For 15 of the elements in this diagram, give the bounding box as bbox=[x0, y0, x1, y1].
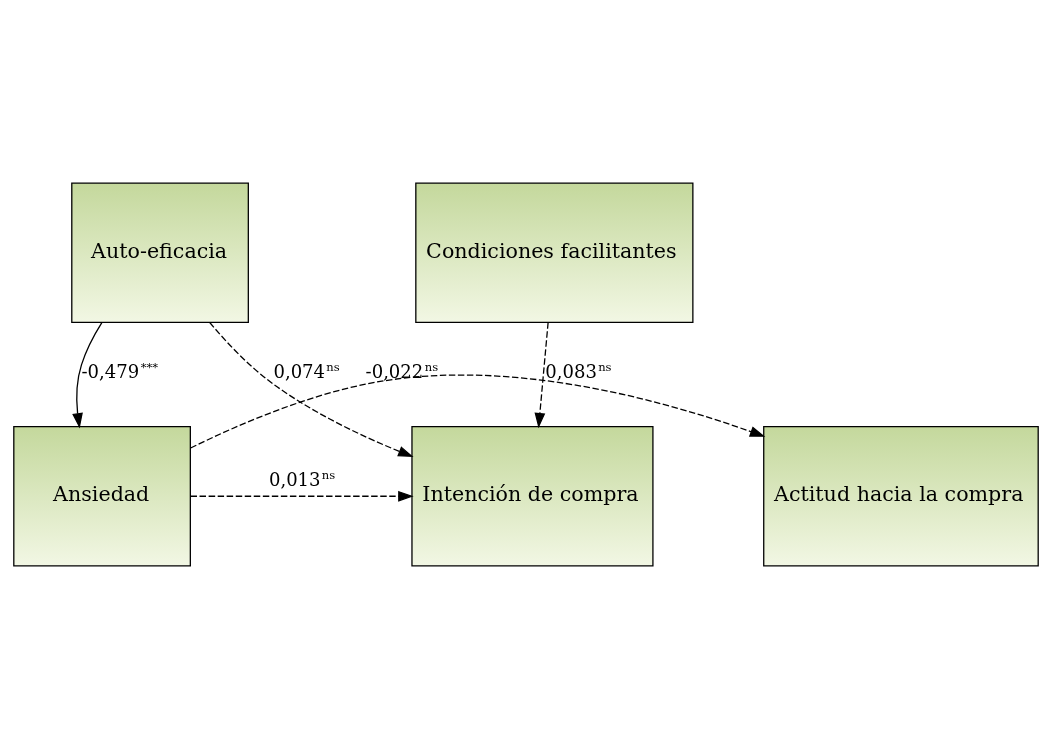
edge-label: -0,022$^{ns}$ bbox=[365, 359, 439, 382]
node-box: Ansiedad bbox=[13, 426, 191, 567]
node-box: Actitud hacia la compra bbox=[763, 426, 1039, 567]
arrow bbox=[189, 374, 766, 449]
arrow bbox=[534, 321, 549, 429]
node-box: Auto-eficacia bbox=[71, 182, 249, 323]
edge-label: 0,013$^{ns}$ bbox=[268, 468, 336, 491]
arrow bbox=[209, 321, 414, 458]
edge-label: 0,074$^{ns}$ bbox=[273, 359, 340, 382]
arrow bbox=[190, 490, 414, 502]
node-box: Condiciones facilitantes bbox=[415, 182, 694, 323]
edge-label: -0,479$^{***}$ bbox=[81, 359, 159, 382]
node-box: Intención de compra bbox=[411, 426, 654, 567]
arrow bbox=[72, 322, 103, 429]
edge-label: 0,083$^{ns}$ bbox=[545, 359, 612, 382]
